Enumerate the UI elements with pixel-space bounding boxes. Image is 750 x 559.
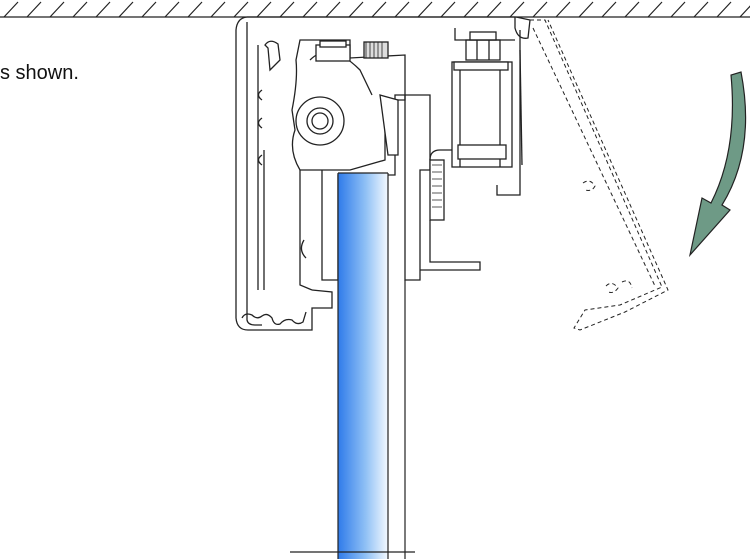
hatch-mark (210, 1, 226, 18)
ceiling-hatch (3, 1, 750, 18)
roller-assembly (291, 39, 406, 171)
hatch-mark (3, 1, 19, 18)
hatch-mark (716, 1, 732, 18)
hatch-mark (532, 1, 548, 18)
clamp-hook (429, 149, 460, 161)
clamp-foot (420, 220, 481, 271)
clamp-screw (429, 159, 445, 221)
hinge-block (451, 28, 523, 168)
bolt-washer (319, 40, 347, 48)
cover-inner-line (532, 27, 656, 287)
hatch-mark (302, 1, 318, 18)
hatch-mark (325, 1, 341, 18)
housing-inner-wall (246, 22, 262, 326)
glass-panel (290, 172, 415, 559)
bearing-hub (311, 112, 329, 130)
motor-cap (453, 61, 509, 71)
channel-notches (257, 89, 263, 166)
hatch-mark (164, 1, 180, 18)
curved-arrow-icon (688, 71, 747, 258)
hatch-mark (72, 1, 88, 18)
hatch-mark (394, 1, 410, 18)
hatch-mark (118, 1, 134, 18)
hatch-mark (348, 1, 364, 18)
hatch-mark (141, 1, 157, 18)
clamp-left-edge (299, 170, 313, 291)
hatch-mark (739, 5, 750, 18)
hatch-mark (555, 1, 571, 18)
hatch-mark (233, 1, 249, 18)
clip-detail (264, 40, 281, 72)
hatch-mark (463, 1, 479, 18)
swing-cover (530, 19, 669, 331)
hatch-mark (601, 1, 617, 18)
caption-text: s shown. (0, 62, 79, 84)
bolt-thread (365, 42, 383, 58)
hatch-mark (279, 1, 295, 18)
hatch-mark (256, 1, 272, 18)
hatch-mark (578, 1, 594, 18)
cover-detail (582, 180, 596, 191)
hatch-mark (26, 1, 42, 18)
screw-thread (432, 164, 442, 208)
glass-pane (338, 173, 388, 559)
clamp-wedge (379, 94, 399, 156)
housing-bottom-lip (241, 311, 307, 326)
washer (469, 31, 497, 41)
hatch-mark (509, 1, 525, 18)
hatch-mark (49, 1, 65, 18)
hatch-mark (440, 1, 456, 18)
hatch-mark (647, 1, 663, 18)
track-housing (235, 16, 531, 331)
motor-base (457, 144, 507, 160)
hatch-mark (371, 1, 387, 18)
threaded-bolt (363, 41, 389, 59)
cover-detail (605, 280, 633, 293)
hatch-mark (693, 1, 709, 18)
hatch-mark (187, 1, 203, 18)
hatch-mark (486, 1, 502, 18)
hatch-mark (95, 1, 111, 18)
hatch-mark (670, 1, 686, 18)
housing-right-wall (496, 30, 521, 196)
ceiling (0, 1, 750, 18)
bracket-side (519, 49, 523, 166)
hatch-mark (624, 1, 640, 18)
hex-nut (465, 39, 501, 61)
hatch-mark (417, 1, 433, 18)
bracket-top (454, 28, 515, 41)
